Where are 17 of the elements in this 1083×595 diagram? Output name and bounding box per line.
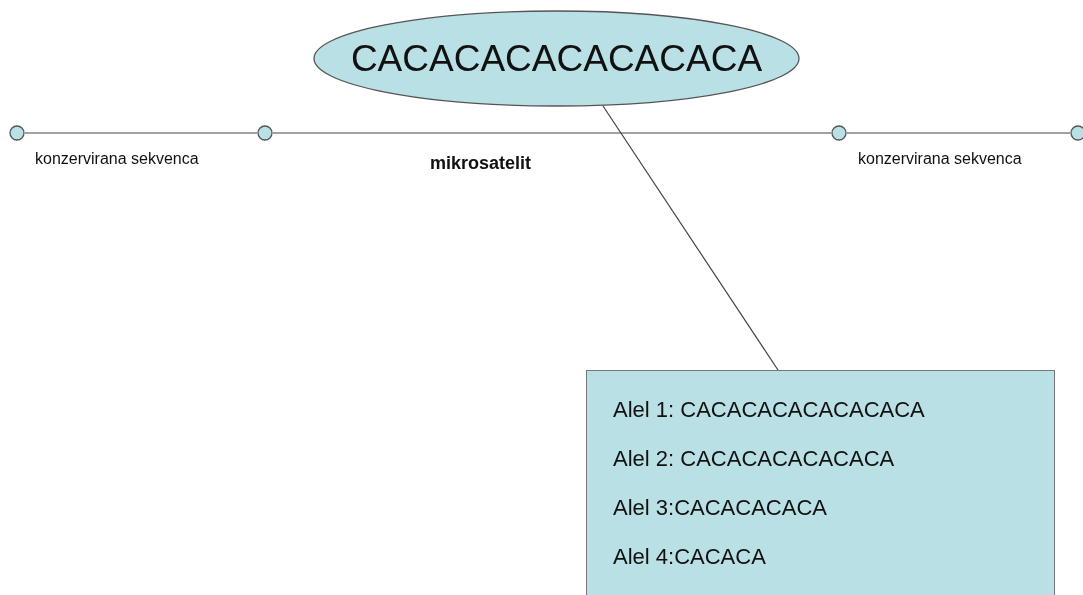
allele-box bbox=[586, 370, 1055, 595]
marker-circle bbox=[831, 125, 847, 141]
leader-line bbox=[602, 105, 779, 371]
allele-text: Alel 3:CACACACACA bbox=[613, 495, 827, 521]
region-title: mikrosatelit bbox=[430, 153, 532, 174]
region-label: konzervirana sekvenca bbox=[35, 150, 199, 168]
sequence-ellipse bbox=[313, 10, 800, 107]
sequence-text: CACACACACACACACA bbox=[349, 37, 764, 80]
marker-circle bbox=[9, 125, 25, 141]
allele-text: Alel 1: CACACACACACACACA bbox=[613, 397, 925, 423]
sequence-line bbox=[272, 132, 832, 134]
allele-text: Alel 2: CACACACACACACA bbox=[613, 446, 895, 472]
allele-text: Alel 4:CACACA bbox=[613, 544, 766, 570]
region-label: konzervirana sekvenca bbox=[858, 150, 1022, 168]
sequence-line bbox=[846, 132, 1071, 134]
marker-circle bbox=[257, 125, 273, 141]
sequence-line bbox=[24, 132, 258, 134]
